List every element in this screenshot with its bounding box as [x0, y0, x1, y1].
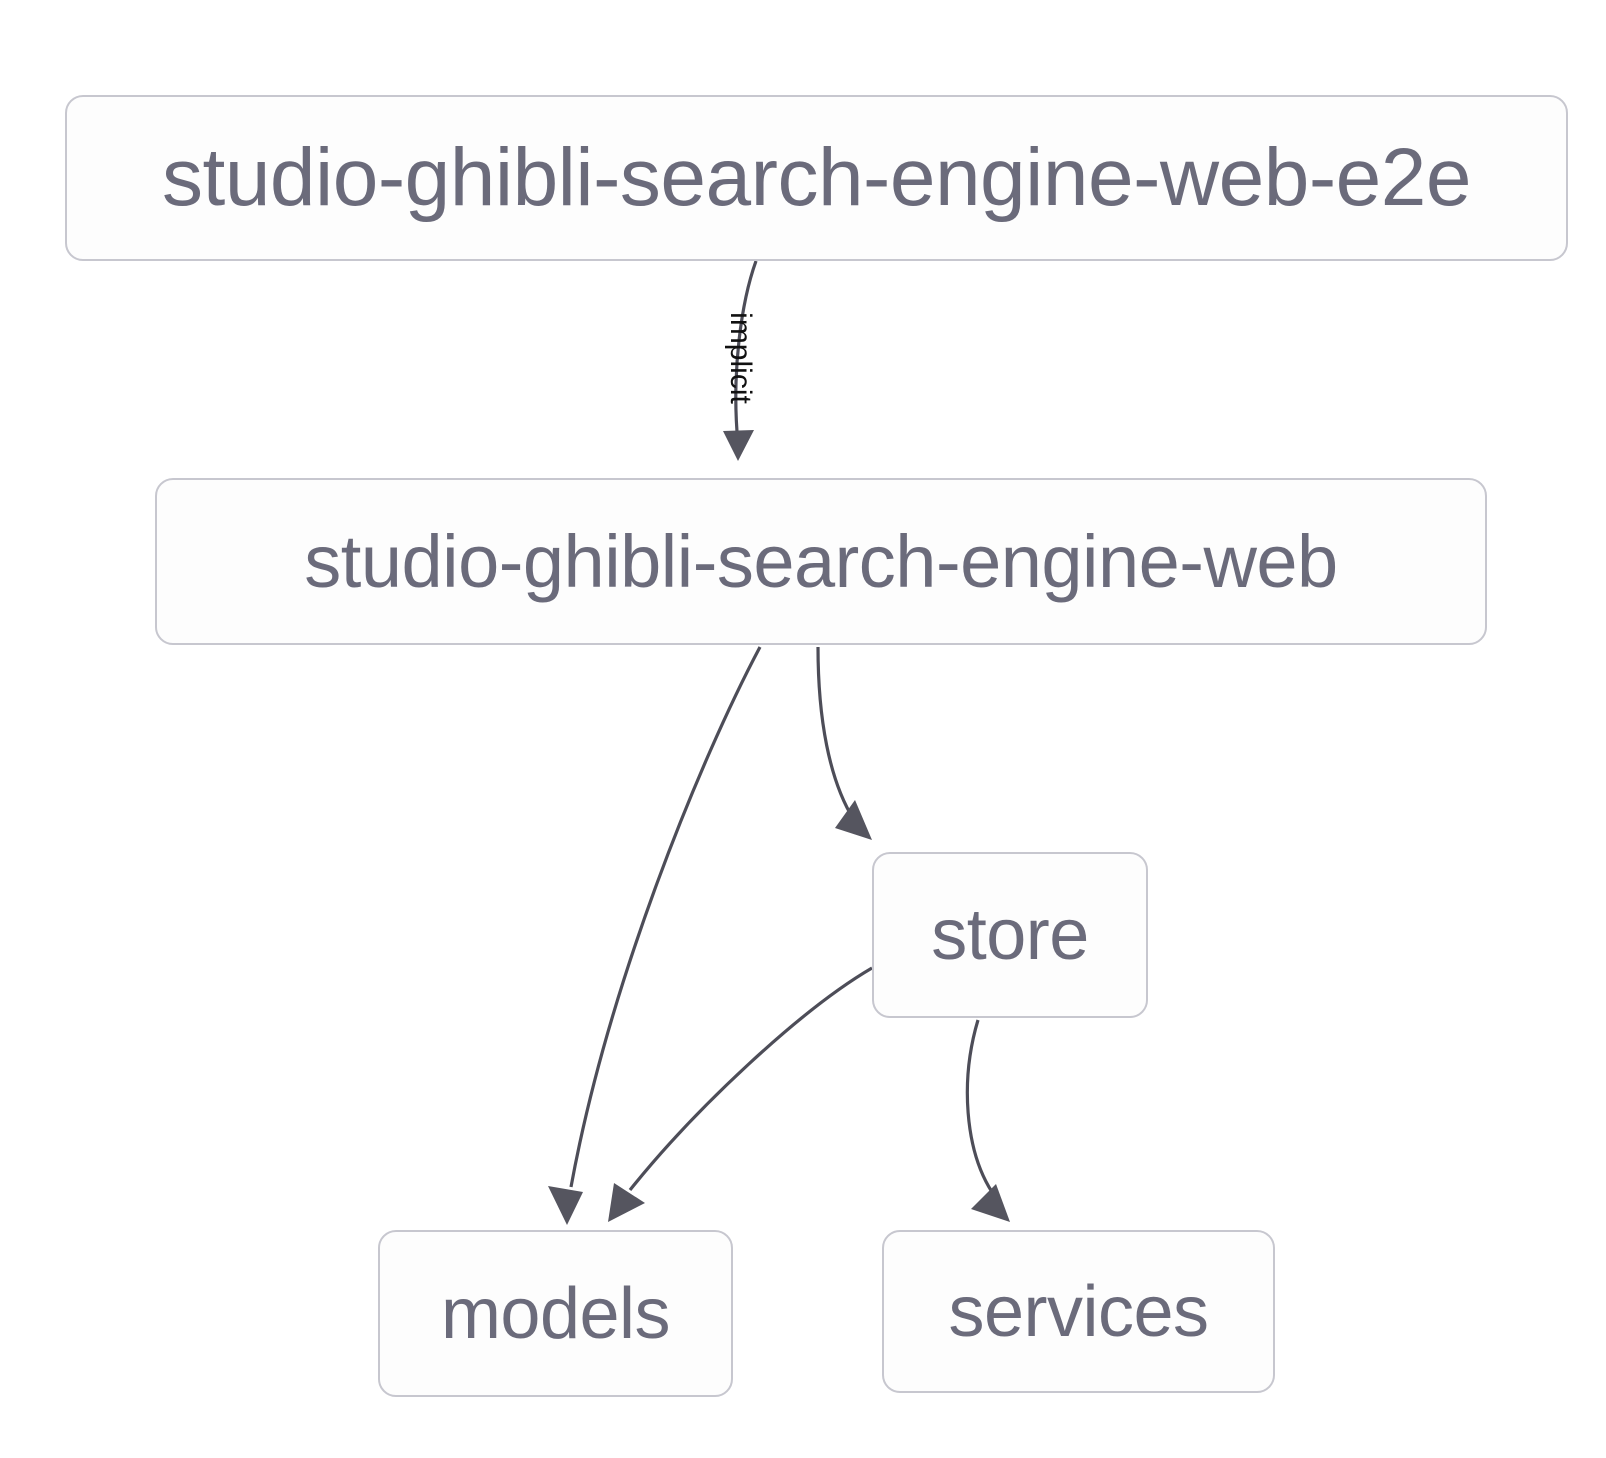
edge-web-to-store	[816, 646, 872, 840]
node-studio-ghibli-search-engine-web-e2e[interactable]: studio-ghibli-search-engine-web-e2e	[65, 95, 1568, 261]
node-label: store	[931, 895, 1089, 975]
edge-web-to-models	[548, 646, 762, 1225]
node-label: models	[440, 1273, 671, 1354]
edge-store-to-models	[608, 966, 873, 1222]
node-studio-ghibli-search-engine-web[interactable]: studio-ghibli-search-engine-web	[155, 478, 1487, 645]
node-models[interactable]: models	[378, 1230, 733, 1397]
edge-store-to-services	[965, 1019, 1010, 1222]
node-label: studio-ghibli-search-engine-web-e2e	[162, 132, 1471, 223]
node-store[interactable]: store	[872, 852, 1148, 1018]
edge-label-implicit: implicit	[724, 312, 757, 404]
node-services[interactable]: services	[882, 1230, 1275, 1393]
node-label: services	[948, 1271, 1209, 1352]
edge-web-e2e-to-web	[723, 260, 758, 461]
node-label: studio-ghibli-search-engine-web	[304, 520, 1338, 603]
